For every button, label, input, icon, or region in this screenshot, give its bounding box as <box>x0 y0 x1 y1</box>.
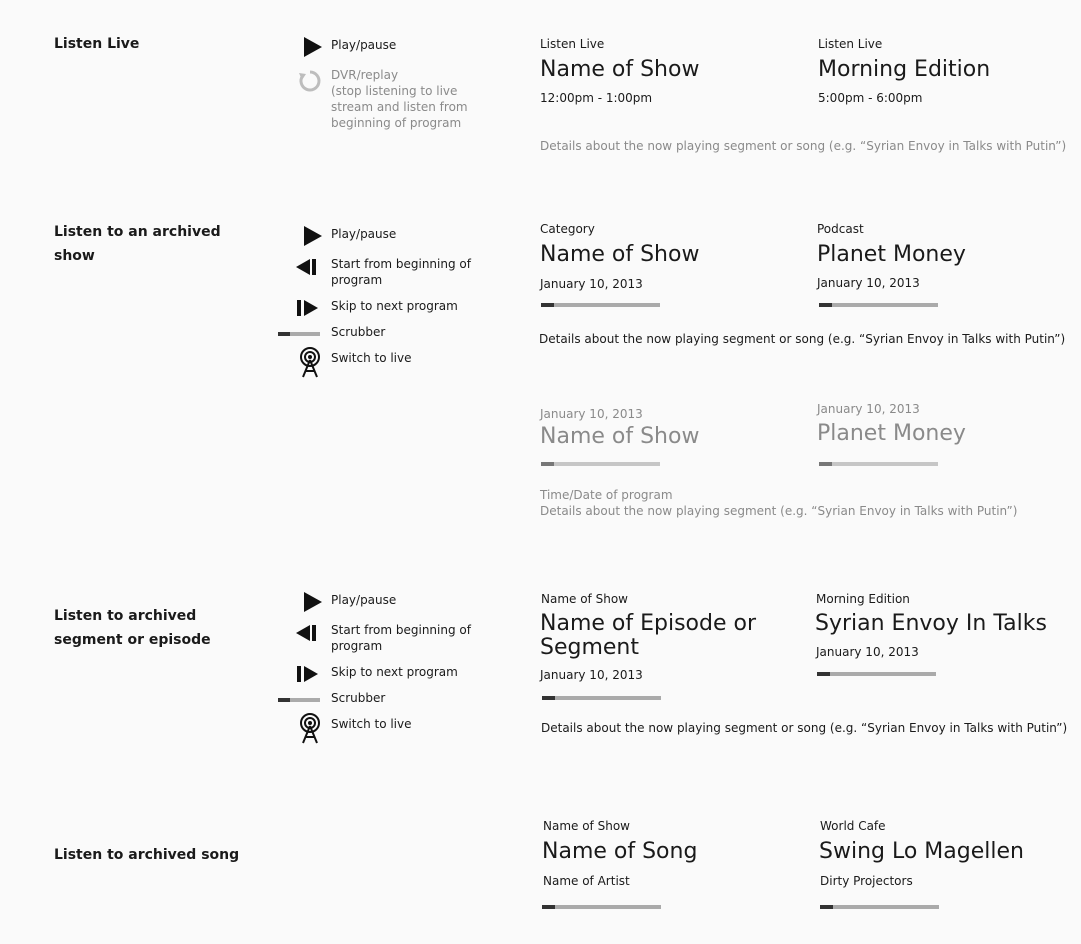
card-show-name: World Cafe <box>820 819 886 833</box>
card-show-name: Name of Show <box>540 242 700 267</box>
card-category: Listen Live <box>818 37 883 51</box>
start-from-beginning-label: Start from beginning of program <box>331 623 471 653</box>
skip-next-label: Skip to next program <box>331 665 458 679</box>
skip-next-label: Skip to next program <box>331 299 458 313</box>
start-from-beginning-label: Start from beginning of program <box>331 257 471 287</box>
card-artist: Name of Artist <box>543 874 630 888</box>
now-playing-details: Details about the now playing segment or… <box>540 139 1067 153</box>
card-show-name: Name of Show <box>540 424 700 449</box>
progress-bar[interactable] <box>820 905 939 909</box>
card-date: January 10, 2013 <box>817 276 920 290</box>
card-date: January 10, 2013 <box>540 668 643 682</box>
card-artist: Dirty Projectors <box>820 874 913 888</box>
card-time: 5:00pm - 6:00pm <box>818 91 923 105</box>
live-broadcast-icon[interactable] <box>298 713 322 745</box>
scrubber-label: Scrubber <box>331 325 386 339</box>
card-show-name: Name of Show <box>540 57 700 82</box>
now-playing-details: Details about the now playing segment or… <box>541 721 1068 735</box>
section-title-archived-show: Listen to an archived show <box>54 224 221 264</box>
play-icon[interactable] <box>302 36 324 58</box>
card-song-name: Swing Lo Magellen <box>819 839 1024 864</box>
card-category: Morning Edition <box>816 592 910 606</box>
skip-back-icon[interactable] <box>294 258 318 276</box>
card-episode-name: Name of Episode or Segment <box>540 611 756 660</box>
section-title-archived-song: Listen to archived song <box>54 847 240 863</box>
scrubber-icon[interactable] <box>278 698 320 702</box>
card-song-name: Name of Song <box>542 839 698 864</box>
skip-forward-icon[interactable] <box>296 665 320 683</box>
card-category: Category <box>540 222 595 236</box>
card-show-name: Morning Edition <box>818 57 991 82</box>
dvr-replay-description: (stop listening to live stream and liste… <box>331 84 468 130</box>
card-category: Name of Show <box>541 592 628 606</box>
scrubber-label: Scrubber <box>331 691 386 705</box>
replay-icon[interactable] <box>298 69 322 93</box>
skip-back-icon[interactable] <box>294 624 318 642</box>
progress-bar[interactable] <box>819 462 938 466</box>
card-show-name: Planet Money <box>817 421 966 446</box>
play-pause-label: Play/pause <box>331 593 397 607</box>
card-date: January 10, 2013 <box>540 277 643 291</box>
card-date: January 10, 2013 <box>816 645 919 659</box>
progress-bar[interactable] <box>817 672 936 676</box>
play-pause-label: Play/pause <box>331 38 397 52</box>
switch-to-live-label: Switch to live <box>331 351 412 365</box>
live-broadcast-icon[interactable] <box>298 347 322 379</box>
card-category: Listen Live <box>540 37 605 51</box>
progress-bar[interactable] <box>541 462 660 466</box>
card-show-name: Planet Money <box>817 242 966 267</box>
dvr-replay-label: DVR/replay <box>331 68 399 82</box>
card-time: 12:00pm - 1:00pm <box>540 91 653 105</box>
skip-forward-icon[interactable] <box>296 299 320 317</box>
now-playing-details: Details about the now playing segment or… <box>539 332 1066 346</box>
play-icon[interactable] <box>302 591 324 613</box>
progress-bar[interactable] <box>542 905 661 909</box>
card-category: Podcast <box>817 222 864 236</box>
switch-to-live-label: Switch to live <box>331 717 412 731</box>
now-playing-details: Details about the now playing segment (e… <box>540 504 1018 518</box>
program-time-date: Time/Date of program <box>540 488 673 502</box>
card-show-name: Name of Show <box>543 819 630 833</box>
play-pause-label: Play/pause <box>331 227 397 241</box>
progress-bar[interactable] <box>819 303 938 307</box>
card-date: January 10, 2013 <box>817 402 920 416</box>
section-title-archived-segment: Listen to archived segment or episode <box>54 608 211 648</box>
play-icon[interactable] <box>302 225 324 247</box>
card-episode-name: Syrian Envoy In Talks <box>815 611 1047 636</box>
progress-bar[interactable] <box>541 303 660 307</box>
progress-bar[interactable] <box>542 696 661 700</box>
section-title-listen-live: Listen Live <box>54 36 140 52</box>
scrubber-icon[interactable] <box>278 332 320 336</box>
card-date: January 10, 2013 <box>540 407 643 421</box>
